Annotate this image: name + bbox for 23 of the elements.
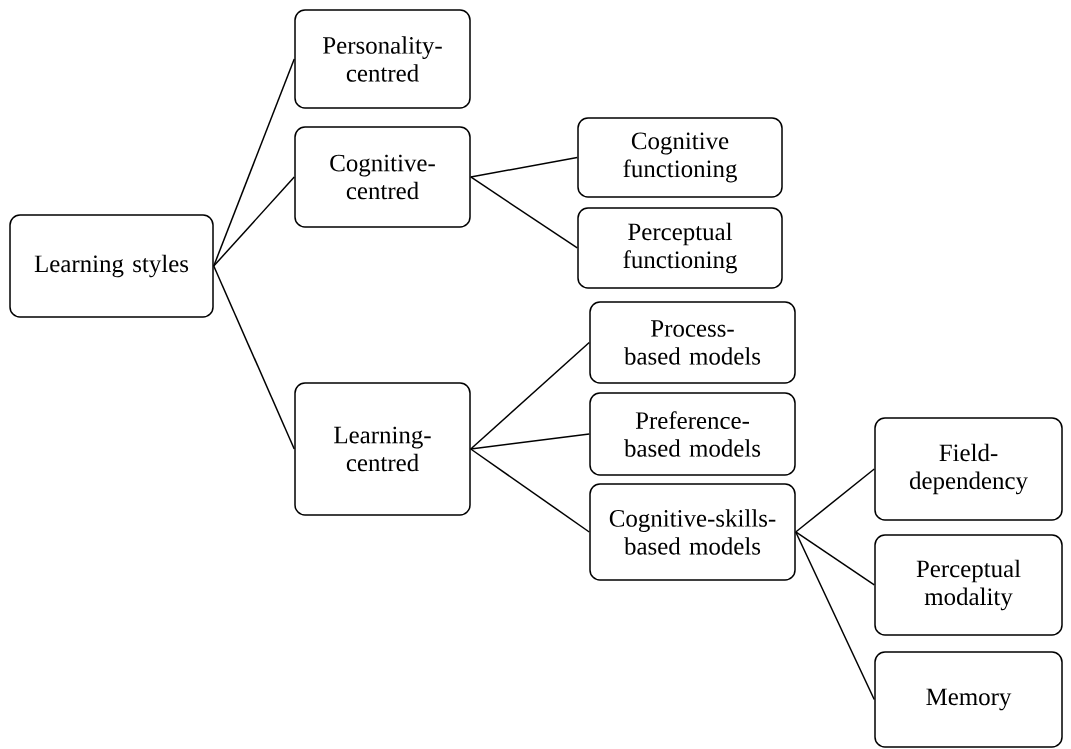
category-box: Memory xyxy=(874,651,1063,748)
connector-line xyxy=(795,531,875,701)
category-box: Field-dependency xyxy=(874,417,1063,521)
category-box: Cognitive-centred xyxy=(294,126,471,228)
connector-line xyxy=(470,433,590,450)
category-box: Learning styles xyxy=(9,214,214,318)
category-box: Process-based models xyxy=(589,301,796,384)
category-box: Learning-centred xyxy=(294,382,471,516)
category-box: Preference-based models xyxy=(589,392,796,476)
connector-line xyxy=(213,176,295,267)
connector-line xyxy=(795,468,875,533)
connector-line xyxy=(470,341,590,450)
category-box: Perceptual modality xyxy=(874,534,1063,636)
category-box: Cognitive-skills-based models xyxy=(589,483,796,581)
connector-line xyxy=(470,176,578,249)
category-box: Perceptual functioning xyxy=(577,207,783,289)
category-box: Personality-centred xyxy=(294,9,471,109)
connector-line xyxy=(213,58,295,267)
connector-line xyxy=(213,265,295,450)
category-box: Cognitive functioning xyxy=(577,117,783,198)
connector-line xyxy=(795,531,875,586)
connector-line xyxy=(470,448,590,533)
connector-line xyxy=(470,156,578,178)
